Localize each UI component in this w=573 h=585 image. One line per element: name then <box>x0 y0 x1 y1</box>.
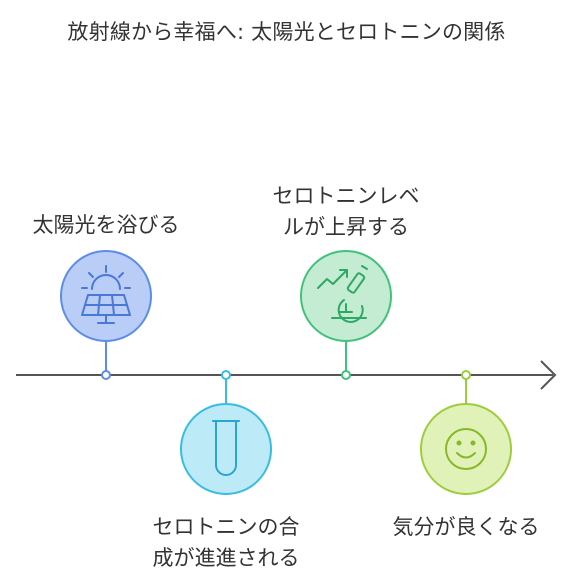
smiley-face-icon <box>445 428 487 470</box>
solar-panel-icon <box>81 265 131 324</box>
timeline-marker <box>221 370 231 380</box>
timeline-marker <box>101 370 111 380</box>
step-circle <box>420 403 512 495</box>
step-circle <box>300 250 392 342</box>
step-label-serotonin-synthesis: セロトニンの合 成が進進される <box>126 512 326 574</box>
timeline-marker <box>461 370 471 380</box>
label-line: ルが上昇する <box>283 215 409 239</box>
diagram-title: 放射線から幸福へ: 太陽光とセロトニンの関係 <box>67 20 506 44</box>
label-line: 気分が良くなる <box>392 515 540 539</box>
label-line: セロトニンレベ <box>272 184 420 208</box>
step-label-sunlight: 太陽光を浴びる <box>6 210 206 241</box>
label-line: 成が進進される <box>152 546 300 570</box>
step-serotonin-synthesis <box>180 370 272 495</box>
step-circle <box>180 403 272 495</box>
step-serotonin-level-rise <box>300 250 392 380</box>
test-tube-icon <box>212 420 240 476</box>
label-line: セロトニンの合 <box>152 515 300 539</box>
microscope-trend-icon <box>317 265 368 323</box>
step-label-serotonin-level-rise: セロトニンレベ ルが上昇する <box>236 181 456 243</box>
step-label-mood-improves: 気分が良くなる <box>366 512 566 543</box>
step-sunlight <box>60 250 152 380</box>
step-mood-improves <box>420 370 512 495</box>
timeline-arrowhead <box>540 360 557 390</box>
timeline-marker <box>341 370 351 380</box>
label-line: 太陽光を浴びる <box>32 213 180 237</box>
